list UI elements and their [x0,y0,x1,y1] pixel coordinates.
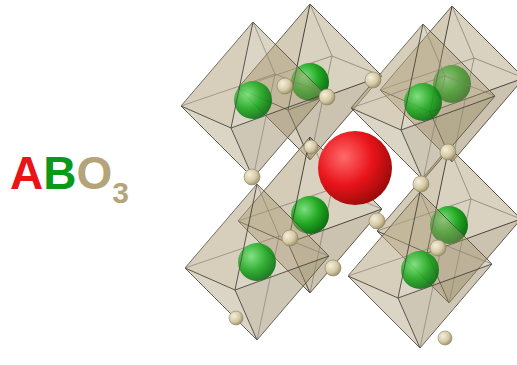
b-site-letter: B [43,147,76,199]
chemical-formula: ABO3 [10,150,129,196]
subscript-number: 3 [112,176,129,209]
a-site-letter: A [10,147,43,199]
oxygen-letter: O [76,147,112,199]
